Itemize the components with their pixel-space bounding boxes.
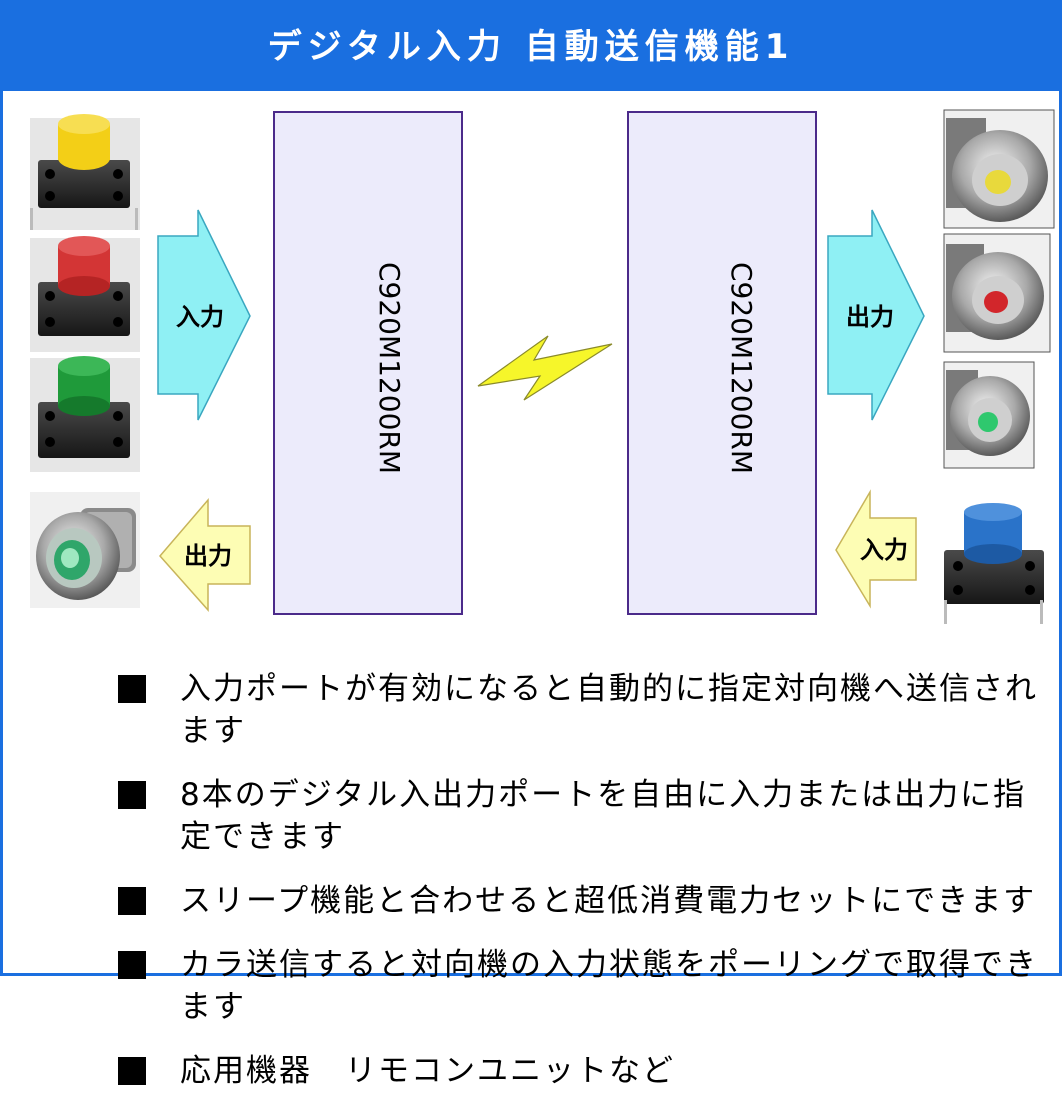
tact-switch-yellow — [30, 114, 140, 230]
device-label-left: C920M1200RM — [373, 262, 406, 474]
bullet-square-icon — [118, 951, 146, 979]
bullet-item: 応用機器 リモコンユニットなど — [118, 1050, 1038, 1092]
pilot-lamp-green-left — [30, 492, 140, 608]
tact-switch-red — [30, 236, 140, 352]
slide: デジタル入力 自動送信機能1 — [0, 0, 1062, 1089]
wireless-bolt-icon — [477, 335, 613, 401]
arrow-input-right — [835, 489, 917, 609]
bullet-square-icon — [118, 887, 146, 915]
arrow-output-right — [827, 209, 925, 421]
slide-title: デジタル入力 自動送信機能1 — [3, 3, 1059, 91]
arrow-output-left-label: 出力 — [184, 542, 232, 570]
bullet-square-icon — [118, 1057, 146, 1085]
pilot-lamp-yellow — [943, 109, 1055, 229]
slide-frame — [0, 0, 1062, 976]
bullet-square-icon — [118, 781, 146, 809]
arrow-output-left — [159, 497, 251, 612]
tact-switch-green — [30, 356, 140, 472]
bullet-list: 入力ポートが有効になると自動的に指定対向機へ送信されます 8本のデジタル入出力ポ… — [118, 668, 1038, 1114]
device-box-left — [273, 111, 463, 615]
pilot-lamp-green — [943, 361, 1035, 469]
bullet-item: 入力ポートが有効になると自動的に指定対向機へ送信されます — [118, 668, 1038, 752]
arrow-output-right-label: 出力 — [846, 303, 894, 331]
arrow-input-left — [157, 209, 251, 421]
bullet-item: カラ送信すると対向機の入力状態をポーリングで取得できます — [118, 944, 1038, 1028]
tact-switch-blue — [936, 503, 1054, 626]
diagram: 入力 出力 C920M1200RM C920M1200RM 出力 入力 — [30, 109, 1055, 626]
device-box-right — [627, 111, 817, 615]
arrow-input-right-label: 入力 — [860, 536, 908, 564]
bullet-square-icon — [118, 675, 146, 703]
arrow-input-left-label: 入力 — [176, 303, 224, 331]
pilot-lamp-red — [943, 233, 1051, 353]
device-label-right: C920M1200RM — [725, 262, 758, 474]
bullet-item: 8本のデジタル入出力ポートを自由に入力または出力に指定できます — [118, 774, 1038, 858]
bullet-item: スリープ機能と合わせると超低消費電力セットにできます — [118, 880, 1038, 922]
